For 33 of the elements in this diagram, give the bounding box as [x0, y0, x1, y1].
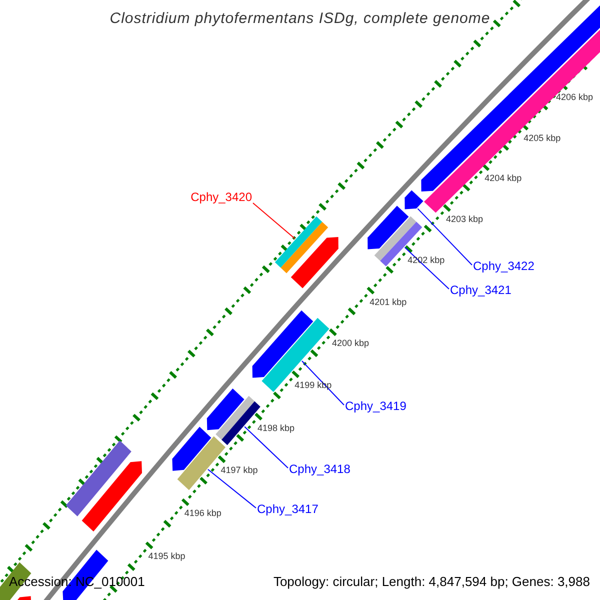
scale-label: 4197 kbp — [220, 465, 258, 476]
gene-label: Cphy_3419 — [345, 399, 406, 413]
scale-label: 4205 kbp — [524, 132, 561, 144]
scale-label: 4203 kbp — [446, 214, 484, 225]
leader-line — [244, 426, 288, 468]
leader-line — [252, 202, 296, 240]
gene-label: Cphy_3420 — [190, 190, 252, 204]
scale-label: 4201 kbp — [370, 296, 407, 308]
scale-label: 4196 kbp — [184, 508, 222, 520]
leader-line — [207, 468, 256, 508]
gene-block — [252, 310, 314, 378]
scale-label: 4206 kbp — [556, 92, 594, 104]
gene-block — [206, 388, 244, 430]
scale-label: 4195 kbp — [148, 551, 186, 562]
gene-block — [172, 426, 212, 471]
gene-block — [290, 237, 338, 288]
gene-block — [368, 206, 409, 250]
leader-line — [301, 360, 344, 406]
gene-label: Cphy_3422 — [473, 259, 534, 273]
scale-label: 4200 kbp — [332, 338, 369, 350]
gene-label: Cphy_3421 — [450, 283, 512, 297]
leader-line — [404, 246, 450, 290]
genome-info-text: Topology: circular; Length: 4,847,594 bp; Genes: 3,988 — [273, 574, 590, 590]
gene-block — [66, 440, 132, 516]
title: Clostridium phytofermentans ISDg, complete genome — [108, 9, 492, 29]
leader-line — [417, 208, 472, 266]
gene-block — [82, 461, 142, 532]
gene-block — [262, 318, 330, 392]
gene-block — [274, 216, 328, 274]
gene-label: Cphy_3418 — [289, 462, 350, 476]
gene-label: Cphy_3417 — [257, 502, 318, 516]
scale-label: 4204 kbp — [484, 173, 522, 184]
scale-label: 4198 kbp — [258, 422, 295, 434]
